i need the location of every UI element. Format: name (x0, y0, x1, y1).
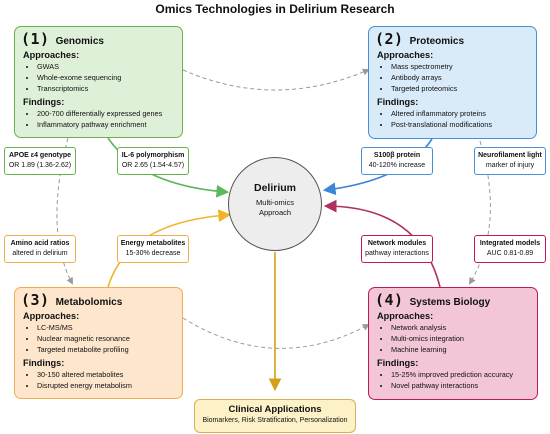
integrated-models-title: Integrated models (479, 240, 541, 247)
s100b-box: S100β protein 40-120% increase (361, 147, 433, 175)
systems-approaches-list: Network analysis Multi-omics integration… (375, 322, 531, 356)
arrow-genomics-to-center (107, 137, 230, 198)
clinical-subtitle: Biomarkers, Risk Stratification, Persona… (202, 417, 348, 424)
list-item: Multi-omics integration (391, 333, 531, 344)
systems-biology-panel: (4) Systems Biology Approaches: Network … (368, 287, 538, 400)
list-item: 30-150 altered metabolites (37, 369, 176, 380)
metabolomics-panel: (3) Metabolomics Approaches: LC-MS/MS Nu… (14, 287, 183, 399)
diagram-title: Omics Technologies in Delirium Research (155, 2, 395, 16)
center-line-2: Approach (258, 208, 292, 217)
list-item: Inflammatory pathway enrichment (37, 119, 176, 130)
metabolomics-approaches-label: Approaches: (23, 311, 80, 321)
genomics-findings-label: Findings: (23, 96, 65, 107)
metabolomics-findings-label: Findings: (23, 357, 65, 368)
center-title: Delirium (253, 182, 296, 194)
network-modules-value: pathway interactions (365, 250, 429, 257)
systems-findings-list: 15-25% improved prediction accuracy Nove… (375, 369, 531, 391)
delirium-center-circle: Delirium Multi-omics Approach (228, 157, 322, 251)
neurofilament-box: Neurofilament light marker of injury (474, 147, 546, 175)
apoe-value: OR 1.89 (1.36-2.62) (8, 162, 72, 169)
center-line-1: Multi-omics (256, 198, 294, 207)
metabolomics-name: Metabolomics (55, 297, 123, 308)
amino-acid-title: Amino acid ratios (10, 240, 70, 247)
list-item: Transcriptomics (37, 83, 176, 94)
systems-approaches-label: Approaches: (377, 311, 434, 321)
list-item: Antibody arrays (391, 72, 530, 83)
amino-acid-value: altered in delirium (12, 250, 68, 257)
arrow-systems-to-center (323, 199, 441, 288)
list-item: Altered inflammatory proteins (391, 108, 530, 119)
apoe-box: APOE ε4 genotype OR 1.89 (1.36-2.62) (4, 147, 76, 175)
systems-number: (4) (375, 291, 404, 309)
energy-metabolites-value: 15-30% decrease (125, 250, 181, 257)
list-item: Whole-exome sequencing (37, 72, 176, 83)
dashed-arrow-genomics-proteomics (182, 68, 370, 91)
clinical-title: Clinical Applications (228, 404, 322, 415)
systems-findings-label: Findings: (377, 357, 419, 368)
proteomics-approaches-list: Mass spectrometry Antibody arrays Target… (375, 61, 530, 95)
genomics-name: Genomics (55, 36, 104, 47)
clinical-applications-box: Clinical Applications Biomarkers, Risk S… (194, 399, 356, 433)
genomics-approaches-list: GWAS Whole-exome sequencing Transcriptom… (21, 61, 176, 95)
il6-box: IL-6 polymorphism OR 2.65 (1.54-4.57) (117, 147, 189, 175)
systems-name: Systems Biology (409, 297, 491, 308)
list-item: Disrupted energy metabolism (37, 380, 176, 391)
proteomics-findings-list: Altered inflammatory proteins Post-trans… (375, 108, 530, 130)
genomics-panel: (1) Genomics Approaches: GWAS Whole-exom… (14, 26, 183, 138)
apoe-title: APOE ε4 genotype (8, 152, 72, 159)
neurofilament-value: marker of injury (485, 162, 535, 169)
proteomics-findings-label: Findings: (377, 96, 419, 107)
genomics-findings-list: 200-700 differentially expressed genes I… (21, 108, 176, 130)
list-item: Novel pathway interactions (391, 380, 531, 391)
list-item: Post-translational modifications (391, 119, 530, 130)
dashed-arrow-proteomics-systems (468, 140, 491, 285)
list-item: 200-700 differentially expressed genes (37, 108, 176, 119)
list-item: Targeted metabolite profiling (37, 344, 176, 355)
amino-acid-box: Amino acid ratios altered in delirium (4, 235, 76, 263)
list-item: Network analysis (391, 322, 531, 333)
list-item: Mass spectrometry (391, 61, 530, 72)
proteomics-name: Proteomics (409, 36, 465, 47)
metabolomics-findings-list: 30-150 altered metabolites Disrupted ene… (21, 369, 176, 391)
neurofilament-title: Neurofilament light (478, 152, 542, 159)
proteomics-approaches-label: Approaches: (377, 50, 434, 60)
list-item: 15-25% improved prediction accuracy (391, 369, 531, 380)
network-modules-box: Network modules pathway interactions (361, 235, 433, 263)
genomics-number: (1) (21, 30, 50, 48)
integrated-models-box: Integrated models AUC 0.81-0.89 (474, 235, 546, 263)
proteomics-number: (2) (375, 30, 404, 48)
energy-metabolites-title: Energy metabolites (120, 240, 186, 247)
il6-title: IL-6 polymorphism (121, 152, 185, 159)
list-item: Targeted proteomics (391, 83, 530, 94)
list-item: GWAS (37, 61, 176, 72)
s100b-title: S100β protein (373, 152, 421, 159)
list-item: Machine learning (391, 344, 531, 355)
metabolomics-number: (3) (21, 291, 50, 309)
energy-metabolites-box: Energy metabolites 15-30% decrease (117, 235, 189, 263)
integrated-models-value: AUC 0.81-0.89 (486, 250, 534, 257)
metabolomics-approaches-list: LC-MS/MS Nuclear magnetic resonance Targ… (21, 322, 176, 356)
proteomics-panel: (2) Proteomics Approaches: Mass spectrom… (368, 26, 537, 139)
genomics-approaches-label: Approaches: (23, 50, 80, 60)
list-item: LC-MS/MS (37, 322, 176, 333)
list-item: Nuclear magnetic resonance (37, 333, 176, 344)
s100b-value: 40-120% increase (368, 162, 426, 169)
network-modules-title: Network modules (367, 240, 427, 247)
il6-value: OR 2.65 (1.54-4.57) (121, 162, 185, 169)
